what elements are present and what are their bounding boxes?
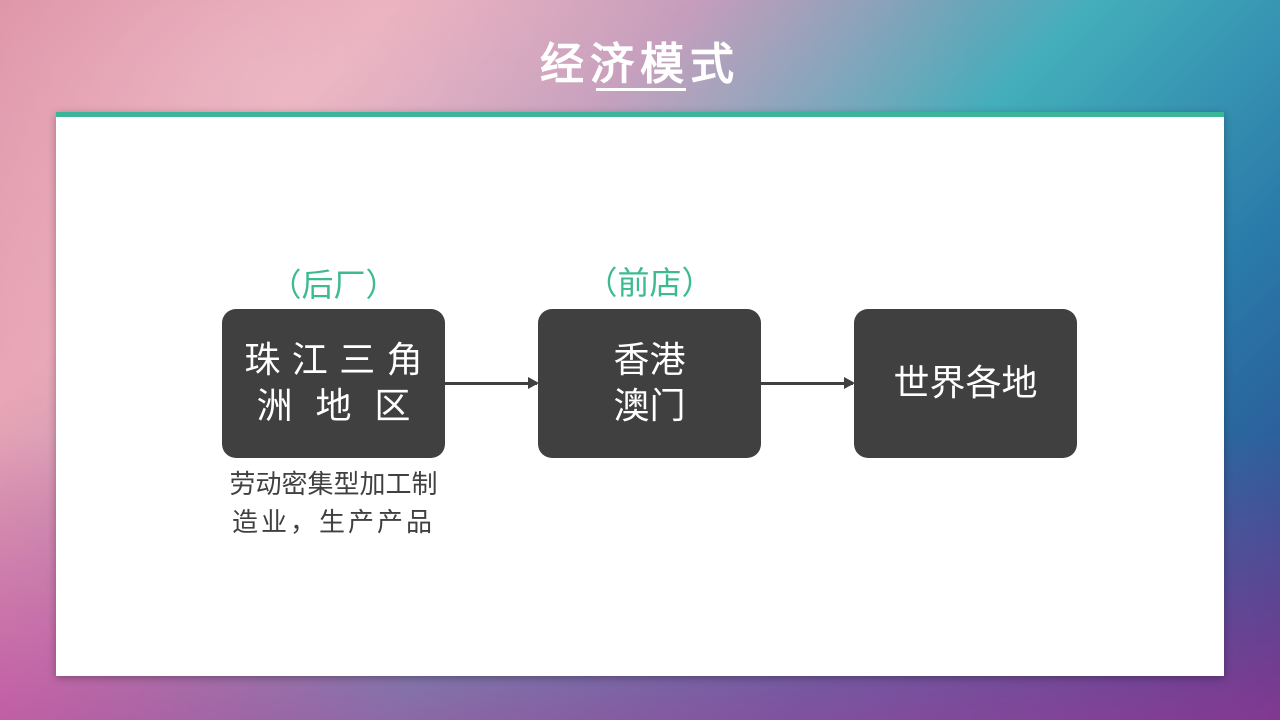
description: 劳动密集型加工制 造业，生产产品 [222, 466, 445, 542]
box-label-line2: 洲 地 区 [256, 385, 411, 427]
tag-back-factory: （后厂） [269, 266, 398, 304]
slide-title: 经济模式 [540, 39, 740, 90]
arrow-right [445, 377, 539, 389]
title-underline [596, 88, 686, 91]
box-pearl-river-delta: 珠 江 三 角洲 地 区 [222, 309, 445, 458]
box-label-line2: 澳门 [613, 385, 686, 427]
box-hongkong-macau: 香港澳门 [538, 309, 761, 458]
tag-front-store: （前店） [585, 264, 714, 302]
box-label: 世界各地 [893, 362, 1038, 404]
description-line1: 劳动密集型加工制 [229, 470, 438, 500]
box-label-line1: 香港 [613, 339, 686, 381]
box-label-line1: 珠 江 三 角 [244, 339, 423, 381]
arrow-right [761, 377, 855, 389]
description-line2: 造业，生产产品 [231, 508, 435, 538]
box-world: 世界各地 [854, 309, 1077, 458]
